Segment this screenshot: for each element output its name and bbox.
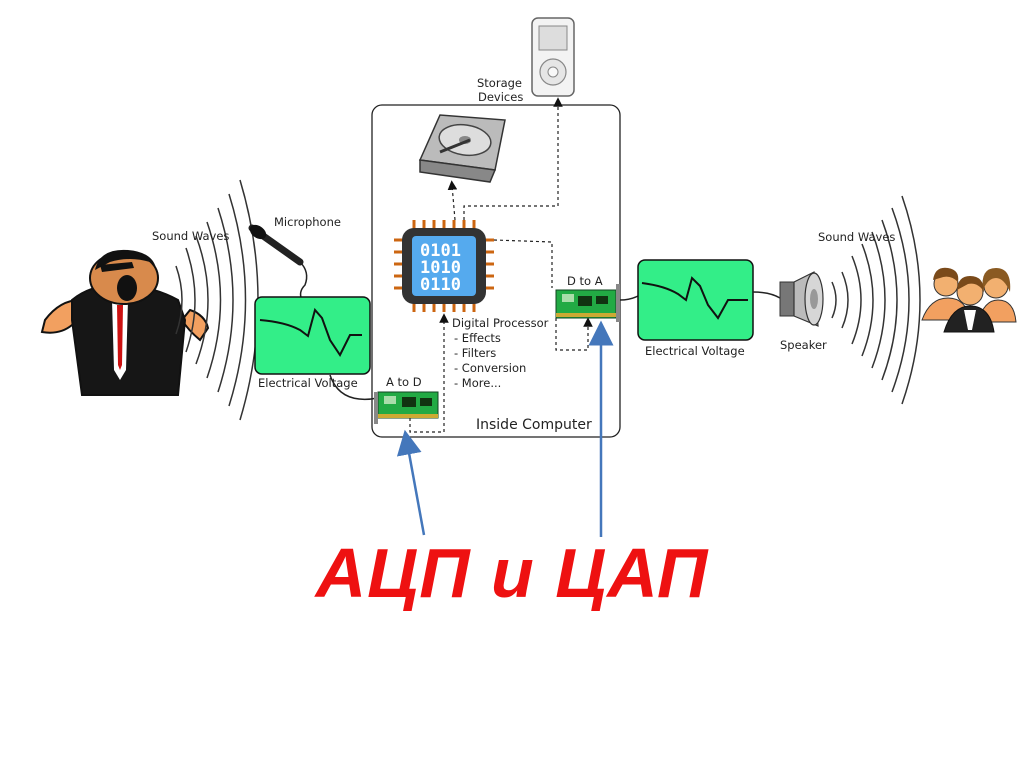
- flow-processor-to-storage: [463, 97, 563, 220]
- cable-left: [329, 374, 379, 401]
- sound-waves-left-label: Sound Waves: [152, 229, 229, 243]
- storage-devices-label-2: Devices: [478, 90, 523, 104]
- flow-processor-to-disk: [447, 180, 458, 221]
- feature-more: - More...: [454, 376, 501, 390]
- d-to-a-card-icon: [555, 284, 620, 322]
- chip-line-1: 0101: [420, 241, 461, 261]
- speaker-icon: [779, 271, 824, 327]
- feature-effects: - Effects: [454, 331, 501, 345]
- flow-atod-to-processor: [409, 313, 449, 433]
- cable-right: [619, 295, 639, 301]
- audience-icon: [921, 267, 1017, 333]
- sound-waves-left-icon: [175, 179, 259, 421]
- digital-processor-label: Digital Processor: [452, 316, 549, 330]
- inside-computer-box: [371, 104, 621, 438]
- feature-filters: - Filters: [454, 346, 496, 360]
- flow-processor-to-dtoa: [493, 239, 553, 288]
- sound-waves-right-icon: [831, 195, 921, 405]
- microphone-icon: [248, 224, 308, 301]
- chip-line-3: 0110: [420, 275, 461, 295]
- processor-chip-icon: [394, 220, 494, 312]
- signal-waveform-right: [641, 276, 748, 320]
- inside-computer-label: Inside Computer: [476, 417, 592, 433]
- a-to-d-card-icon: [374, 391, 439, 424]
- d-to-a-label: D to A: [567, 274, 603, 288]
- signal-waveform-left: [259, 307, 362, 357]
- signal-box-left: [254, 296, 371, 375]
- electrical-voltage-right-label: Electrical Voltage: [645, 344, 745, 358]
- feature-conversion: - Conversion: [454, 361, 526, 375]
- flow-dtoa-loop: [555, 317, 593, 351]
- mp3-player-icon: [531, 17, 575, 97]
- speaker-label: Speaker: [780, 338, 827, 352]
- chip-line-2: 1010: [420, 258, 461, 278]
- microphone-label: Microphone: [274, 215, 341, 229]
- electrical-voltage-left-label: Electrical Voltage: [258, 376, 358, 390]
- signal-box-right: [637, 259, 754, 341]
- caption-title: АЦП и ЦАП: [315, 534, 709, 612]
- a-to-d-label: A to D: [386, 375, 422, 389]
- cable-speaker: [752, 291, 781, 299]
- hard-drive-icon: [418, 114, 506, 183]
- storage-devices-label-1: Storage: [477, 76, 522, 90]
- sound-waves-right-label: Sound Waves: [818, 230, 895, 244]
- pointer-arrow-adc: [396, 429, 426, 536]
- singer-icon: [40, 249, 210, 396]
